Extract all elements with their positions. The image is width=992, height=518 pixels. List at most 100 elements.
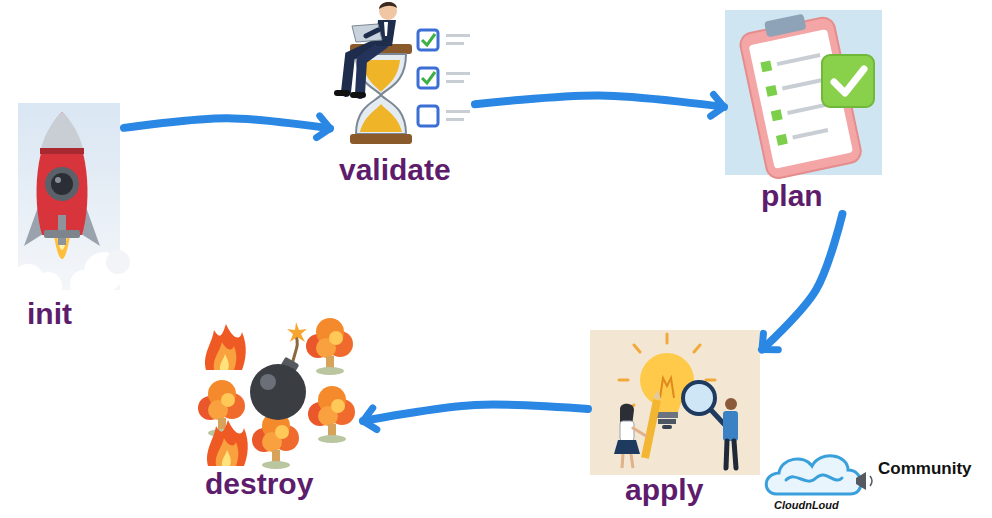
validate-illustration: [379, 2, 397, 9]
validate-illustration: [334, 2, 470, 144]
lightbulb-illustration: [726, 441, 727, 468]
validate-illustration: [446, 34, 470, 37]
validate-illustration: [418, 106, 438, 126]
logo-cloud: [766, 456, 872, 494]
rocket-illustration: [34, 272, 62, 300]
validate-illustration: [446, 110, 470, 113]
logo-cloud: [870, 476, 872, 486]
picture-area: [330, 2, 475, 152]
clipboard-illustration: [777, 53, 821, 66]
rocket-illustration: [41, 112, 83, 148]
validate-illustration: [350, 92, 366, 98]
rocket-illustration: [51, 173, 73, 195]
lightbulb-illustration: [711, 410, 724, 424]
rocket-illustration: [40, 148, 84, 154]
lightbulb-illustration: [631, 454, 633, 468]
clipboard-illustration: [771, 109, 783, 121]
lightbulb-illustration: [658, 419, 676, 424]
validate-illustration: [446, 80, 464, 83]
explosion-illustration: [252, 412, 299, 469]
validate-illustration: [418, 30, 438, 50]
lightbulb-illustration: [653, 390, 661, 400]
lightbulb-illustration: [590, 330, 760, 475]
validate-illustration: [446, 118, 464, 121]
stage-label: validate: [336, 152, 454, 188]
validate-illustration: [350, 134, 412, 144]
lightbulb-illustration: [723, 411, 738, 441]
logo-cloud: [766, 456, 861, 494]
lightbulb-illustration: [662, 425, 672, 429]
logo-text: CloudnLoud: [774, 499, 839, 511]
explosion-illustration: [287, 322, 307, 342]
lightbulb-illustration: [633, 428, 646, 436]
stage-node: plan: [724, 8, 884, 214]
rocket-illustration: [106, 250, 130, 274]
flow-arrow: [762, 214, 842, 350]
lightbulb-illustration: [656, 412, 678, 418]
lightbulb-illustration: [620, 421, 634, 441]
lightbulb-illustration: [666, 334, 669, 343]
explosion-illustration: [306, 318, 353, 375]
picture-area: [198, 322, 363, 466]
flow-arrow: [363, 405, 588, 421]
lightbulb-illustration: [683, 382, 715, 414]
validate-illustration: [360, 44, 384, 94]
stage-label: init: [24, 296, 75, 332]
explosion-illustration: [207, 420, 248, 466]
logo-cloud: [786, 475, 842, 481]
clipboard-illustration: [766, 85, 778, 97]
stage-node: init: [16, 100, 124, 332]
lightbulb-illustration: [619, 379, 628, 382]
clipboard-illustration: [792, 128, 828, 139]
logo-cloud: [856, 472, 866, 490]
explosion-illustration: [250, 364, 306, 420]
flow-arrow: [124, 118, 330, 128]
lightbulb-illustration: [725, 398, 737, 410]
explosion-illustration: [198, 380, 245, 437]
lightbulb-illustration: [645, 400, 657, 458]
validate-illustration: [418, 68, 438, 88]
stage-label: plan: [758, 178, 826, 214]
lightbulb-illustration: [590, 330, 760, 475]
rocket-illustration: [55, 177, 61, 183]
validate-illustration: [446, 42, 464, 45]
validate-illustration: [422, 34, 435, 45]
explosion-illustration: [205, 324, 246, 370]
lightbulb-illustration: [706, 379, 715, 382]
rocket-illustration: [45, 167, 79, 201]
lightbulb-illustration: [634, 345, 640, 352]
explosion-illustration: [198, 318, 355, 469]
lightbulb-illustration: [694, 345, 700, 352]
community-label: Community: [878, 459, 972, 479]
validate-illustration: [362, 60, 400, 92]
stage-label: destroy: [202, 466, 316, 502]
validate-illustration: [379, 2, 397, 20]
validate-illustration: [360, 104, 402, 132]
explosion-illustration: [308, 386, 355, 443]
clipboard-illustration: [834, 69, 864, 93]
explosion-illustration: [260, 374, 276, 390]
lightbulb-illustration: [734, 441, 736, 468]
clipboard-illustration: [822, 55, 874, 107]
lightbulb-illustration: [614, 440, 640, 454]
clipboard-illustration: [782, 78, 822, 90]
clipboard-illustration: [725, 8, 882, 181]
stage-node: apply: [588, 328, 762, 508]
flow-arrow: [475, 96, 724, 107]
validate-illustration: [366, 30, 378, 36]
validate-illustration: [334, 90, 350, 96]
lightbulb-illustration: [660, 378, 674, 398]
lightbulb-illustration: [622, 454, 623, 468]
picture-area: [16, 100, 124, 296]
rocket-illustration: [44, 230, 80, 238]
rocket-illustration: [12, 103, 130, 300]
stage-node: destroy: [198, 322, 363, 502]
clipboard-illustration: [764, 14, 806, 38]
clipboard-illustration: [760, 60, 772, 72]
picture-area: [588, 328, 762, 472]
